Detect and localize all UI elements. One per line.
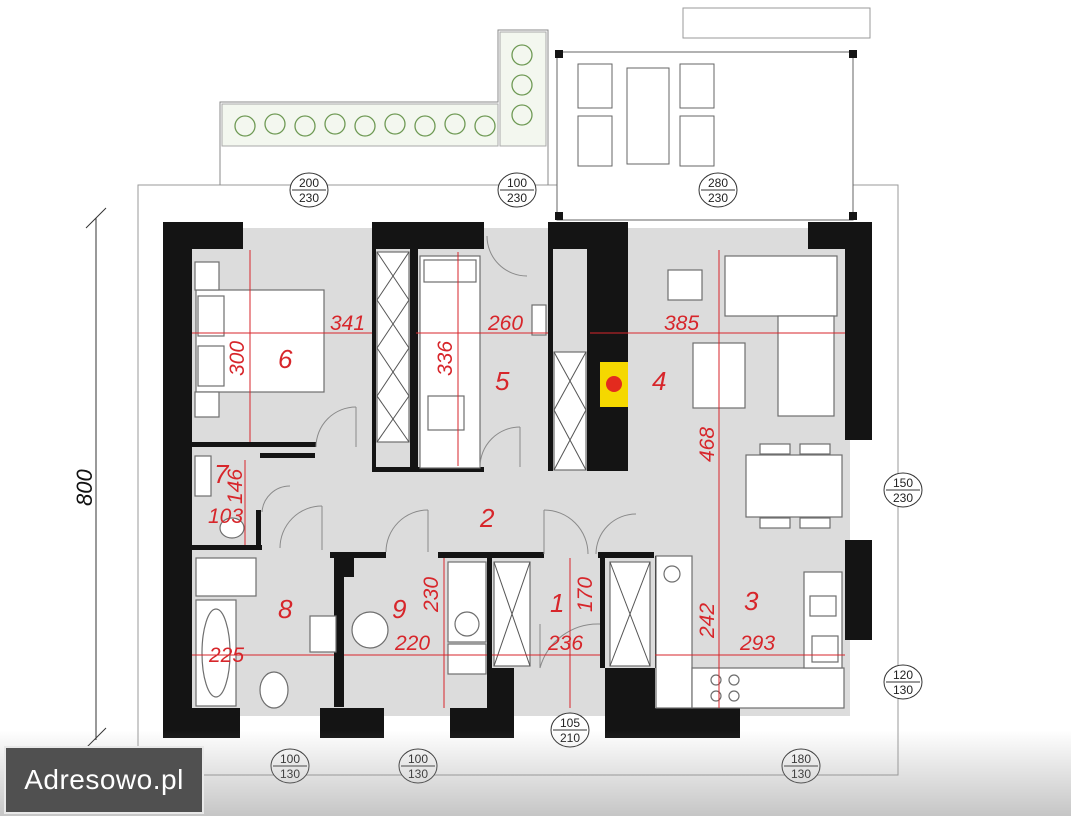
dim-385: 385	[664, 312, 699, 335]
opening-height: 230	[507, 191, 527, 205]
room-8-label: 8	[278, 594, 293, 624]
room-6-label: 6	[278, 344, 293, 374]
dim-260: 260	[487, 312, 523, 335]
pergola-post	[555, 50, 563, 58]
bathroom-fixtures	[195, 557, 337, 709]
watermark-logo: Adresowo.pl	[4, 746, 204, 814]
opening-height: 230	[893, 491, 913, 505]
room-4-label: 4	[652, 366, 666, 396]
opening-width: 100	[280, 752, 300, 766]
opening-height: 130	[280, 767, 300, 781]
opening-width: 150	[893, 476, 913, 490]
planter-strip	[221, 103, 499, 147]
opening-width: 120	[893, 668, 913, 682]
opening-height: 230	[708, 191, 728, 205]
pergola-post	[555, 212, 563, 220]
opening-height: 230	[299, 191, 319, 205]
fire-icon	[606, 376, 622, 392]
room-1-label: 1	[550, 588, 564, 618]
dim-103: 103	[208, 505, 243, 528]
dim-225: 225	[208, 644, 244, 667]
opening-width: 180	[791, 752, 811, 766]
room-5-label: 5	[495, 366, 510, 396]
overall-dimension: 800	[72, 469, 97, 506]
interior-walls	[192, 249, 660, 668]
door-swings	[261, 235, 637, 669]
dining-table	[745, 443, 843, 529]
dim-230: 230	[420, 577, 443, 613]
pergola-post	[849, 50, 857, 58]
sun-loungers	[577, 63, 715, 167]
dim-146: 146	[224, 469, 247, 504]
opening-height: 130	[791, 767, 811, 781]
garden-outline	[219, 29, 549, 185]
dim-220: 220	[394, 632, 430, 655]
wardrobes	[376, 251, 651, 667]
kitchen-counter	[655, 555, 845, 709]
opening-width: 105	[560, 716, 580, 730]
wc-fixtures	[194, 455, 245, 539]
bed	[194, 261, 325, 418]
dim-300: 300	[226, 341, 249, 376]
room-9-label: 9	[392, 594, 406, 624]
opening-width: 280	[708, 176, 728, 190]
pergola-post	[849, 212, 857, 220]
room-7-label: 7	[214, 459, 230, 489]
opening-height: 130	[893, 683, 913, 697]
opening-width: 100	[507, 176, 527, 190]
dim-293: 293	[739, 632, 775, 655]
opening-width: 100	[408, 752, 428, 766]
hedge	[234, 44, 533, 137]
room-3-label: 3	[744, 586, 759, 616]
opening-height: 130	[408, 767, 428, 781]
dim-336: 336	[434, 341, 457, 376]
dim-170: 170	[574, 577, 597, 612]
dimension-lines	[85, 207, 845, 749]
utility-fixtures	[351, 561, 487, 675]
dim-236: 236	[547, 632, 583, 655]
planter-strip-vertical	[499, 31, 547, 147]
opening-height: 210	[560, 731, 580, 745]
dim-242: 242	[696, 603, 719, 639]
terrace-outline	[682, 7, 871, 39]
opening-width: 200	[299, 176, 319, 190]
dim-468: 468	[696, 427, 719, 462]
single-bed	[419, 255, 547, 469]
room-2-label: 2	[479, 503, 495, 533]
dim-341: 341	[330, 312, 365, 335]
